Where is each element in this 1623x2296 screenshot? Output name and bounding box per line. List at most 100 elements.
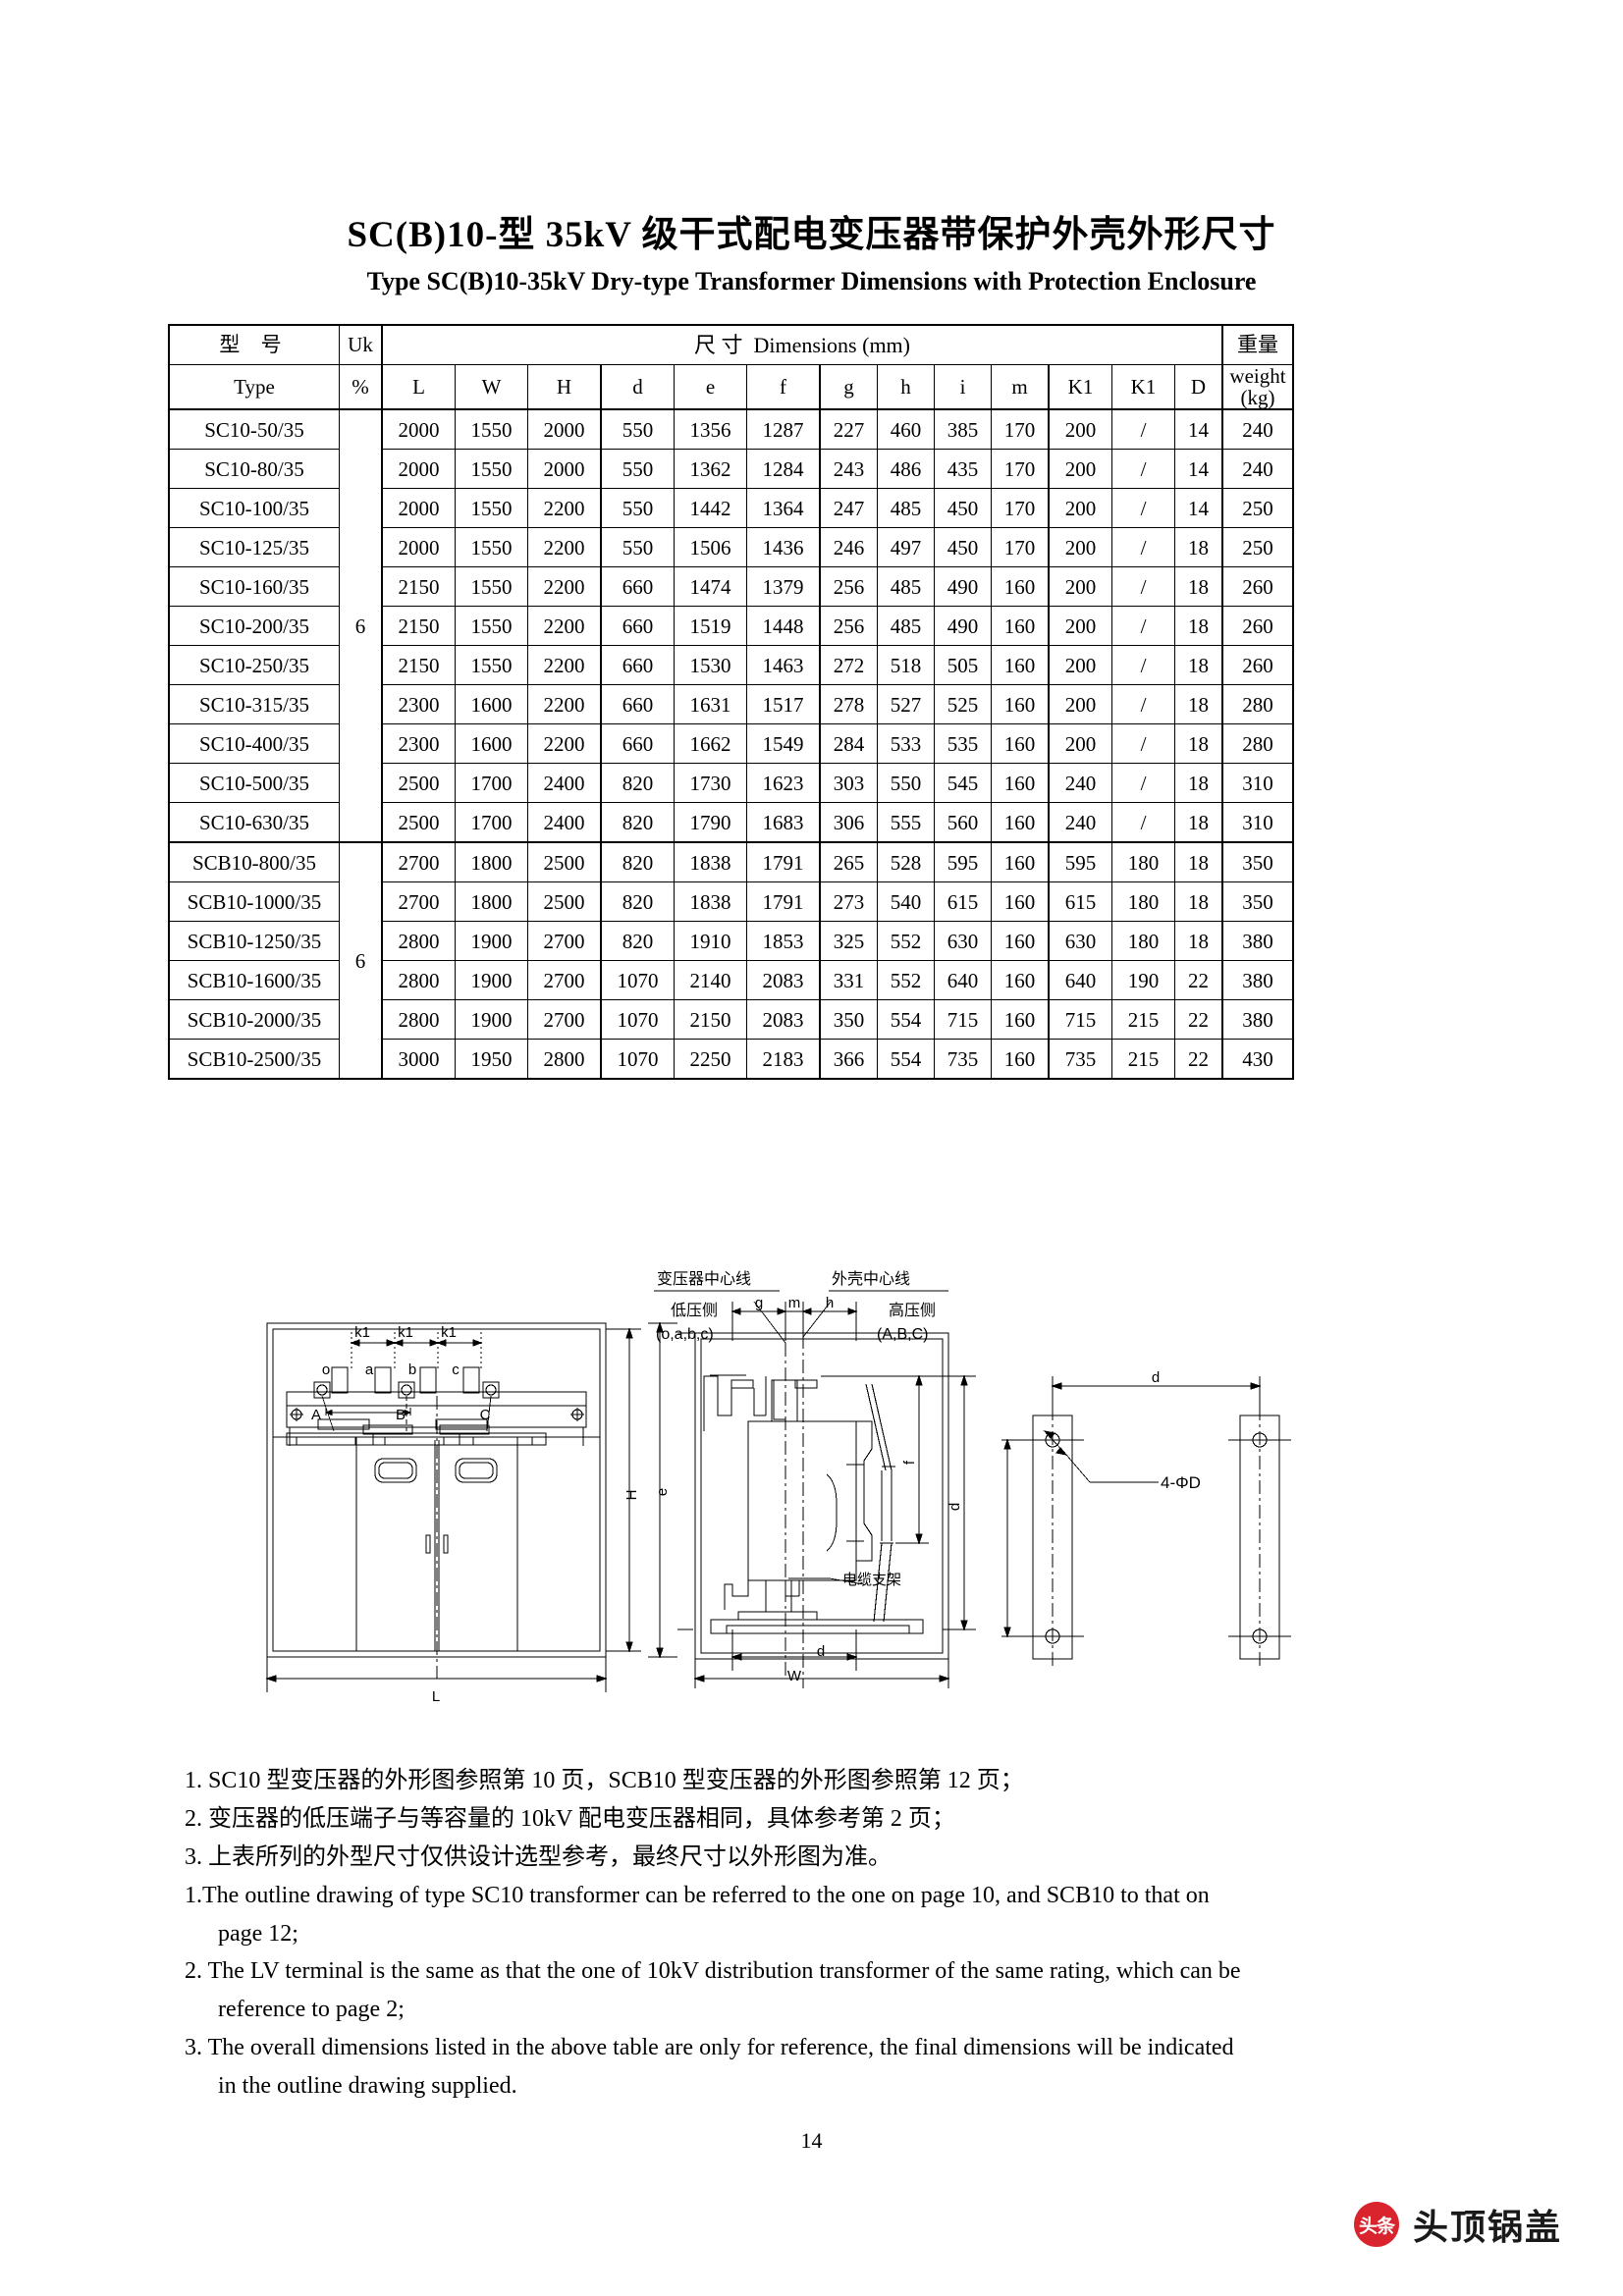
cell-m: 160 <box>991 921 1050 962</box>
cell-H: 2700 <box>527 921 602 962</box>
cell-W: 1550 <box>455 566 528 608</box>
page-number: 14 <box>800 2128 823 2153</box>
label-cable-bracket: 电缆支架 <box>842 1572 901 1588</box>
cell-m: 160 <box>991 684 1050 725</box>
cell-L: 2700 <box>381 841 456 883</box>
cell-D: 18 <box>1174 645 1223 686</box>
watermark-logo: 头条 <box>1353 2202 1399 2247</box>
cell-W: 1900 <box>455 999 528 1041</box>
cell-f: 1284 <box>746 449 821 490</box>
dimensions-table: 型 号 Uk 尺 寸 Dimensions (mm) 重量 Type % L W… <box>168 324 1294 1081</box>
cell-D: 22 <box>1174 1039 1223 1081</box>
cell-D: 18 <box>1174 763 1223 804</box>
cell-K1a: 240 <box>1048 802 1112 844</box>
cell-weight: 250 <box>1221 527 1294 568</box>
cell-type: SCB10-2000/35 <box>168 999 340 1041</box>
cell-h: 527 <box>877 684 935 725</box>
cell-K1b: / <box>1111 449 1175 490</box>
cell-H: 2000 <box>527 449 602 490</box>
cell-d: 820 <box>600 881 675 923</box>
cell-D: 18 <box>1174 566 1223 608</box>
cell-m: 170 <box>991 408 1050 451</box>
cell-uk-group-1: 6 <box>339 408 383 844</box>
cell-W: 1550 <box>455 645 528 686</box>
cell-K1a: 200 <box>1048 488 1112 529</box>
label-dim-f: f <box>901 1460 918 1465</box>
label-dim-d-plate: d <box>1152 1369 1160 1386</box>
cell-W: 1800 <box>455 881 528 923</box>
cell-h: 528 <box>877 841 935 883</box>
front-view <box>265 1321 677 1692</box>
table-head: 型 号 Uk 尺 寸 Dimensions (mm) 重量 Type % L W… <box>168 324 1294 411</box>
cell-e: 1631 <box>674 684 747 725</box>
cell-d: 660 <box>600 684 675 725</box>
label-dim-d-bottom: d <box>817 1643 825 1660</box>
cell-f: 1791 <box>746 841 821 883</box>
label-term-a: a <box>365 1362 374 1378</box>
cell-K1a: 640 <box>1048 960 1112 1001</box>
cell-L: 2000 <box>381 449 456 490</box>
cell-L: 2800 <box>381 921 456 962</box>
cell-K1a: 630 <box>1048 921 1112 962</box>
label-dim-h: h <box>826 1295 834 1311</box>
cell-e: 1356 <box>674 408 747 451</box>
cell-g: 306 <box>819 802 878 844</box>
cell-h: 552 <box>877 960 935 1001</box>
cell-i: 545 <box>934 763 992 804</box>
cell-i: 640 <box>934 960 992 1001</box>
cell-h: 550 <box>877 763 935 804</box>
cell-L: 2300 <box>381 684 456 725</box>
note-en-3b: in the outline drawing supplied. <box>218 2073 517 2099</box>
cell-H: 2200 <box>527 684 602 725</box>
cell-f: 1853 <box>746 921 821 962</box>
technical-drawing: k1 k1 k1 o a b c A B C H e L g m h f d W… <box>0 1168 1623 1757</box>
cell-f: 2183 <box>746 1039 821 1081</box>
cell-weight: 260 <box>1221 606 1294 647</box>
cell-K1b: / <box>1111 723 1175 765</box>
cell-K1b: / <box>1111 684 1175 725</box>
cell-weight: 310 <box>1221 763 1294 804</box>
header-weight-cn: 重量 <box>1221 324 1294 365</box>
cell-K1a: 735 <box>1048 1039 1112 1081</box>
header-col-f: f <box>746 364 821 411</box>
cell-e: 1442 <box>674 488 747 529</box>
cell-L: 2700 <box>381 881 456 923</box>
cell-K1a: 200 <box>1048 527 1112 568</box>
cell-g: 303 <box>819 763 878 804</box>
note-cn-3: 3. 上表所列的外型尺寸仅供设计选型参考，最终尺寸以外形图为准。 <box>185 1843 892 1870</box>
drawing-svg: k1 k1 k1 o a b c A B C H e L g m h f d W… <box>265 1270 1291 1705</box>
cell-d: 1070 <box>600 960 675 1001</box>
cell-K1b: / <box>1111 488 1175 529</box>
cell-m: 170 <box>991 527 1050 568</box>
cell-type: SC10-200/35 <box>168 606 340 647</box>
table-header-row-2: Type % L W H d e f g h i m K1 K1 D we <box>168 364 1294 411</box>
cell-d: 660 <box>600 606 675 647</box>
cell-K1b: 180 <box>1111 881 1175 923</box>
cell-m: 170 <box>991 488 1050 529</box>
cell-i: 560 <box>934 802 992 844</box>
label-dim-W: W <box>787 1668 802 1684</box>
cell-D: 18 <box>1174 723 1223 765</box>
header-uk-unit: % <box>339 364 383 411</box>
cell-g: 272 <box>819 645 878 686</box>
label-term-o: o <box>322 1362 330 1378</box>
cell-g: 265 <box>819 841 878 883</box>
label-k1-3: k1 <box>441 1324 457 1341</box>
cell-m: 160 <box>991 645 1050 686</box>
cell-i: 490 <box>934 606 992 647</box>
cell-K1a: 200 <box>1048 645 1112 686</box>
cell-i: 525 <box>934 684 992 725</box>
note-cn-2: 2. 变压器的低压端子与等容量的 10kV 配电变压器相同，具体参考第 2 页； <box>185 1805 955 1832</box>
label-dim-e: e <box>654 1488 671 1496</box>
label-term-B: B <box>396 1407 406 1423</box>
header-col-g: g <box>819 364 878 411</box>
cell-uk-group-2: 6 <box>339 841 383 1081</box>
cell-f: 1448 <box>746 606 821 647</box>
cell-type: SC10-315/35 <box>168 684 340 725</box>
header-type-cn: 型 号 <box>168 324 340 365</box>
cell-m: 160 <box>991 763 1050 804</box>
label-k1-2: k1 <box>398 1324 413 1341</box>
